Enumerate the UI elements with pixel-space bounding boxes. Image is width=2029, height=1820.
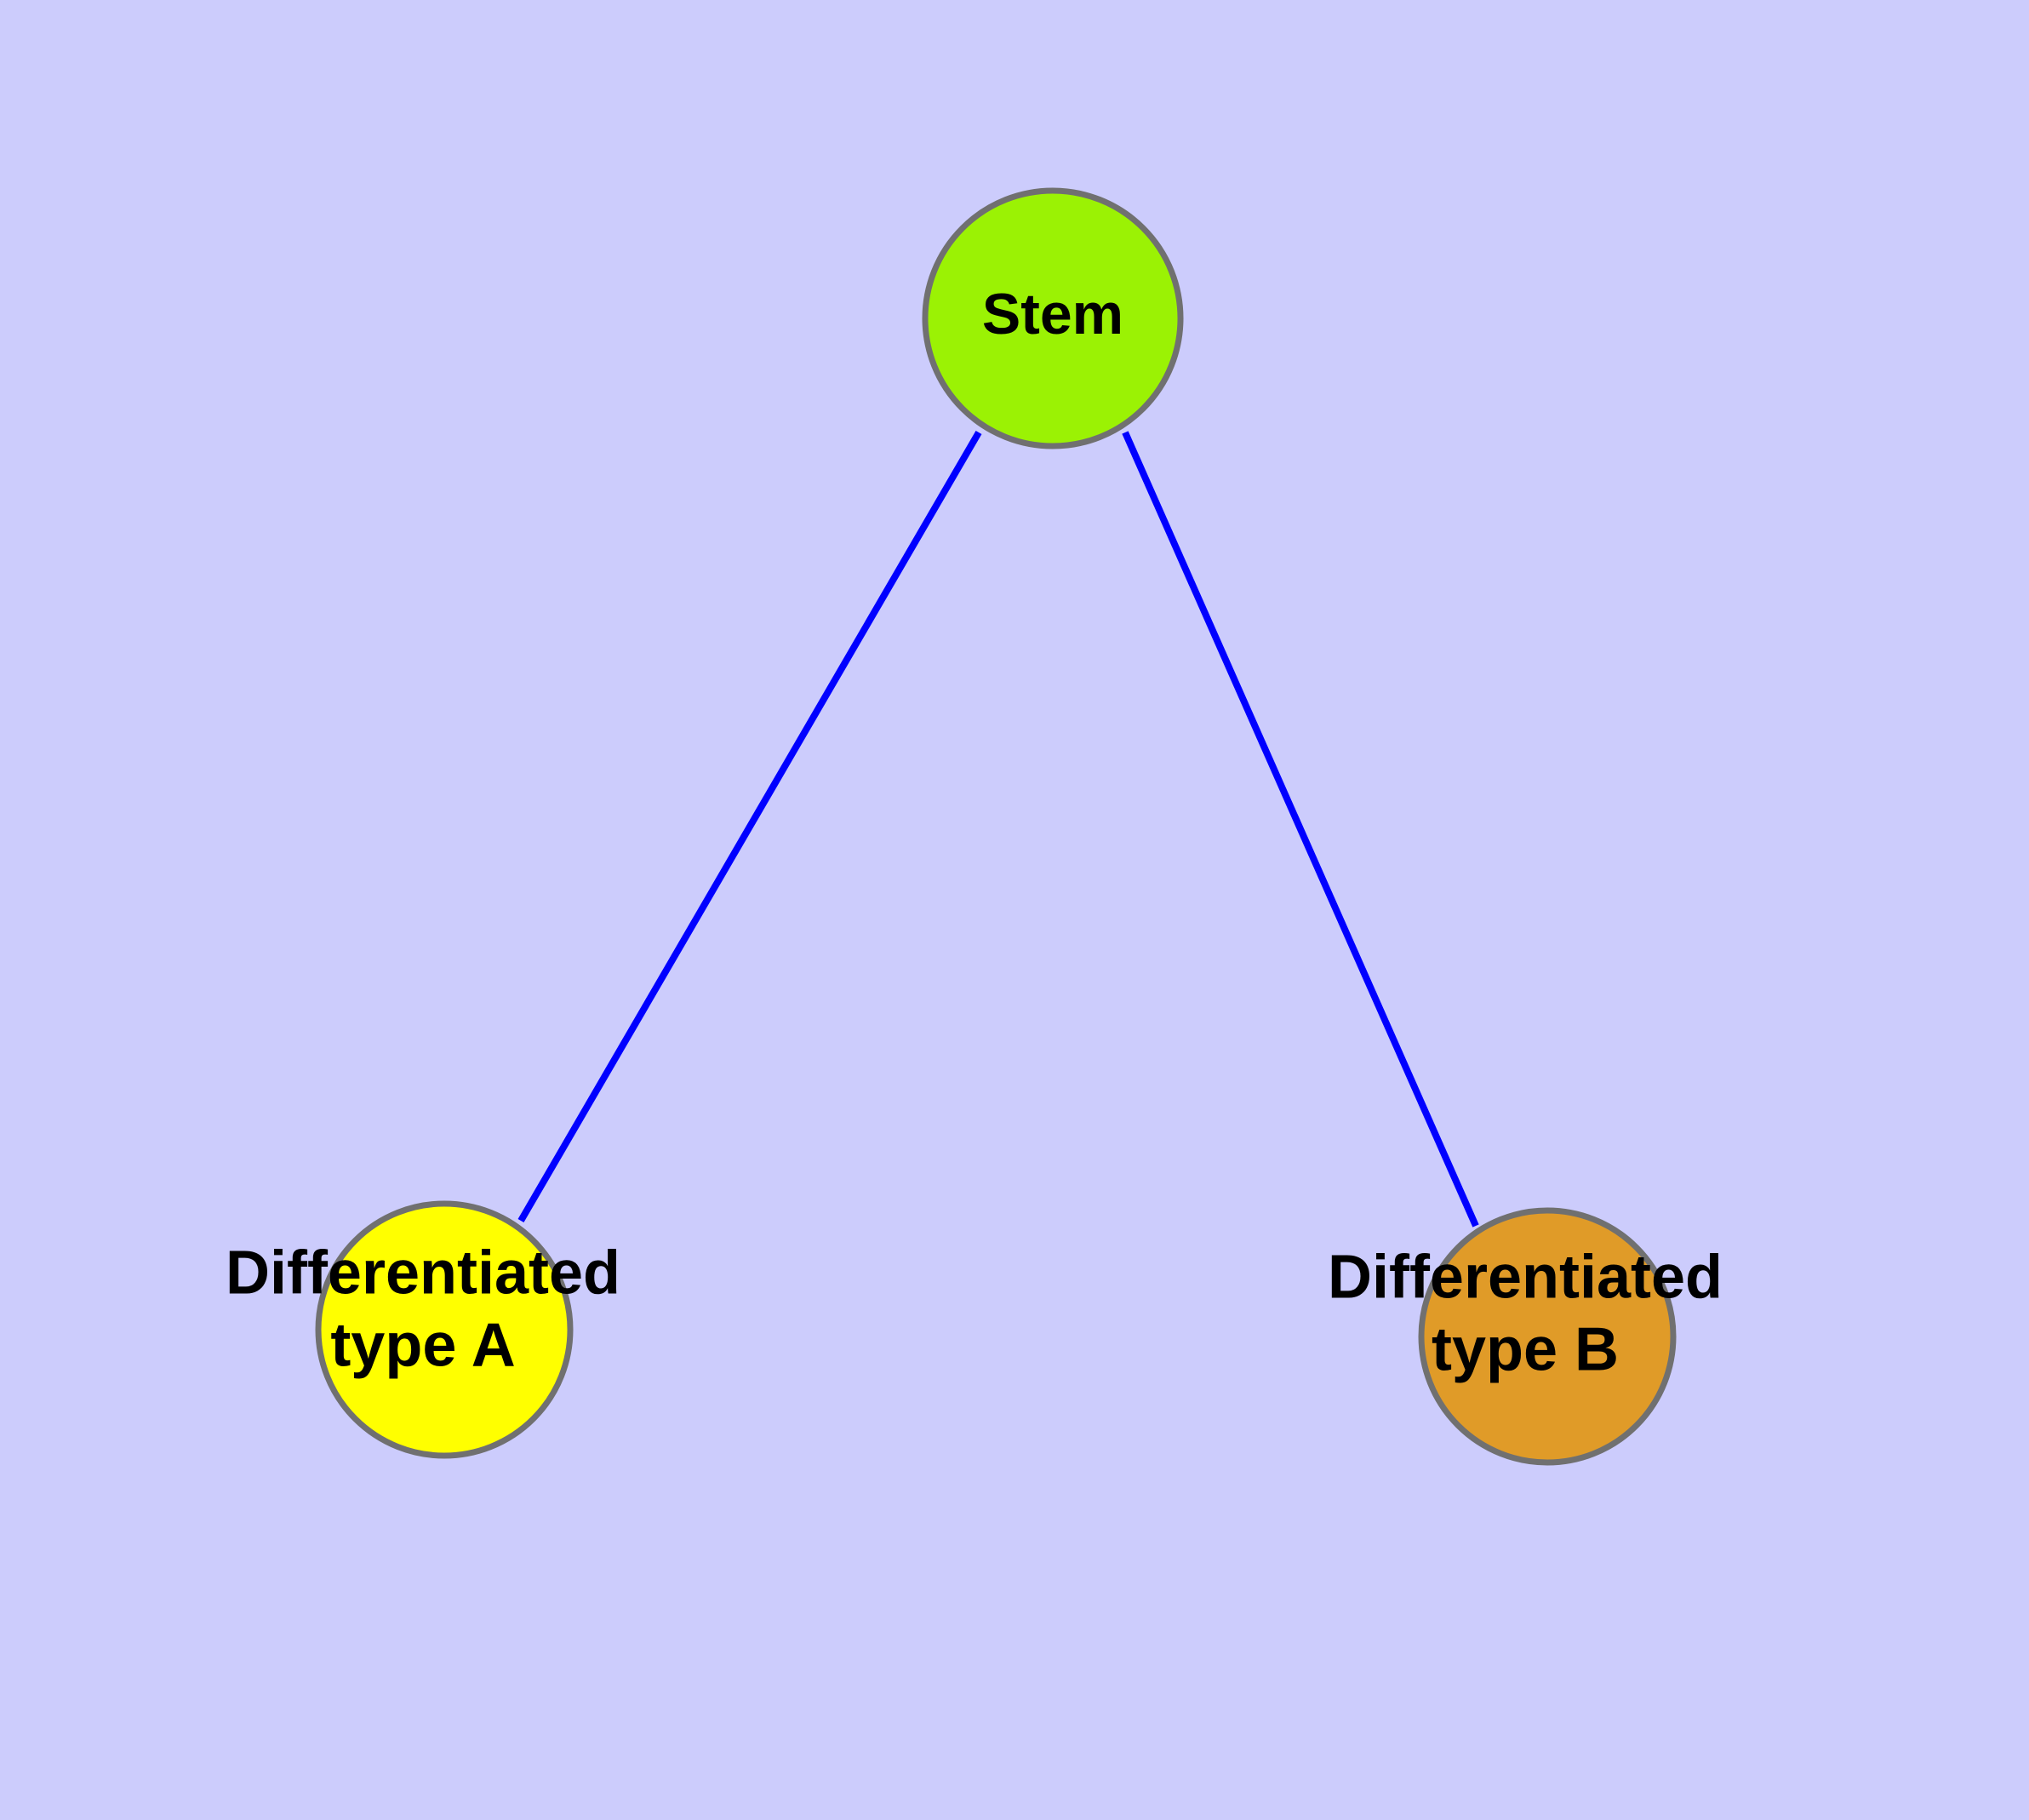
graph-edge-stem-to-diff-a xyxy=(517,430,982,1223)
graph-node-label-line: Differentiated xyxy=(1328,1244,1723,1312)
graph-node-diff-b[interactable] xyxy=(1418,1207,1677,1466)
graph-node-label-stem: Stem xyxy=(982,282,1123,346)
graph-node-diff-a[interactable] xyxy=(315,1200,574,1459)
graph-node-label-line: type A xyxy=(330,1311,515,1379)
graph-edge-stem-to-diff-b xyxy=(1122,431,1479,1228)
graph-node-label-line: Differentiated xyxy=(226,1239,620,1308)
edges-layer xyxy=(517,430,1479,1228)
nodes-layer xyxy=(315,187,1677,1466)
graph-node-label-line: Stem xyxy=(982,282,1123,346)
graph-node-label-line: type B xyxy=(1432,1315,1619,1383)
graph-node-stem[interactable] xyxy=(922,187,1184,449)
